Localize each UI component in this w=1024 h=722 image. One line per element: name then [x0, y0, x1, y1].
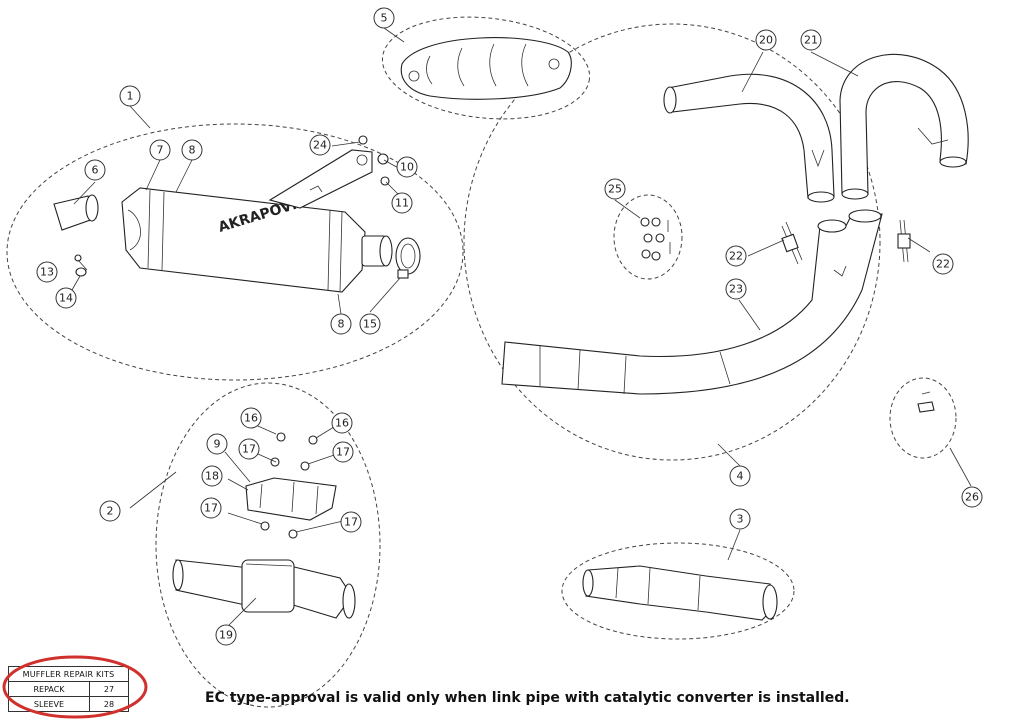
spring-clamps-22	[781, 219, 911, 265]
callout-1: 1	[119, 85, 141, 107]
callout-11: 11	[391, 192, 413, 214]
svg-text:9: 9	[214, 438, 221, 451]
svg-text:22: 22	[936, 258, 950, 271]
callout-16-left: 16	[240, 407, 262, 429]
muffler-body: AKRAPOVIC	[121, 187, 393, 293]
sleeve-label: SLEEVE	[8, 696, 90, 712]
heat-shield-part	[400, 37, 572, 100]
callout-22-left: 22	[725, 245, 747, 267]
callout-5: 5	[373, 7, 395, 29]
svg-text:4: 4	[737, 470, 744, 483]
svg-text:17: 17	[336, 446, 350, 459]
repack-number: 27	[89, 681, 129, 697]
table-row: REPACK 27	[8, 681, 129, 697]
ec-approval-notice: EC type-approval is valid only when link…	[205, 690, 850, 706]
sleeve-number: 28	[89, 696, 129, 712]
group-ellipse-header	[463, 23, 881, 461]
svg-text:16: 16	[244, 412, 258, 425]
end-cap-part	[53, 194, 99, 231]
group-ellipse-rear-pipe	[561, 542, 795, 640]
svg-text:7: 7	[157, 144, 164, 157]
callout-26: 26	[961, 486, 983, 508]
callout-8-top: 8	[181, 139, 203, 161]
svg-text:8: 8	[189, 144, 196, 157]
repair-kits-title: MUFFLER REPAIR KITS	[8, 666, 129, 682]
svg-text:26: 26	[965, 491, 979, 504]
callout-7: 7	[149, 139, 171, 161]
callout-10: 10	[396, 156, 418, 178]
callout-9: 9	[206, 433, 228, 455]
callout-17-b: 17	[332, 441, 354, 463]
table-row: SLEEVE 28	[8, 696, 129, 712]
svg-text:17: 17	[242, 443, 256, 456]
svg-text:5: 5	[381, 12, 388, 25]
callout-15: 15	[359, 313, 381, 335]
svg-text:14: 14	[59, 292, 73, 305]
svg-text:23: 23	[729, 283, 743, 296]
svg-text:2: 2	[107, 505, 114, 518]
svg-text:22: 22	[729, 250, 743, 263]
small-fasteners	[74, 135, 390, 277]
callout-18: 18	[201, 465, 223, 487]
muffler-repair-kits-table: MUFFLER REPAIR KITS REPACK 27 SLEEVE 28	[8, 666, 129, 712]
clamp-kit-25	[640, 217, 671, 261]
callout-8-bottom: 8	[330, 313, 352, 335]
group-ellipse-heat-shield	[381, 16, 591, 120]
header-pipe-21	[839, 53, 969, 200]
link-pipe-fasteners	[260, 432, 318, 539]
svg-text:3: 3	[737, 513, 744, 526]
muffler-bracket	[268, 149, 373, 209]
callout-23: 23	[725, 278, 747, 300]
callout-4: 4	[729, 465, 751, 487]
svg-text:19: 19	[219, 629, 233, 642]
callout-17-c: 17	[200, 497, 222, 519]
svg-text:6: 6	[92, 164, 99, 177]
svg-text:25: 25	[608, 183, 622, 196]
group-ellipse-clamps	[613, 194, 683, 280]
svg-text:15: 15	[363, 318, 377, 331]
svg-text:13: 13	[40, 266, 54, 279]
group-ellipse-muffler	[6, 123, 464, 381]
svg-text:21: 21	[804, 34, 818, 47]
svg-text:18: 18	[205, 470, 219, 483]
svg-text:11: 11	[395, 197, 409, 210]
callout-6: 6	[84, 159, 106, 181]
callout-3: 3	[729, 508, 751, 530]
callout-2: 2	[99, 500, 121, 522]
callout-22-right: 22	[932, 253, 954, 275]
link-pipe-19	[172, 559, 356, 619]
catalytic-converter-18	[245, 477, 337, 521]
callout-24: 24	[309, 134, 331, 156]
callout-13: 13	[36, 261, 58, 283]
svg-text:1: 1	[127, 90, 134, 103]
callout-20: 20	[755, 29, 777, 51]
header-collector-23	[501, 209, 883, 395]
repack-label: REPACK	[8, 681, 90, 697]
callout-19: 19	[215, 624, 237, 646]
group-ellipse-sensor-plug	[889, 377, 957, 459]
callout-17-d: 17	[340, 511, 362, 533]
svg-text:8: 8	[338, 318, 345, 331]
svg-text:17: 17	[344, 516, 358, 529]
callout-21: 21	[800, 29, 822, 51]
clamp-part	[395, 237, 421, 279]
svg-text:24: 24	[313, 139, 327, 152]
callout-17-a: 17	[238, 438, 260, 460]
svg-text:10: 10	[400, 161, 414, 174]
sensor-plug-26	[917, 391, 935, 413]
leader-lines	[71, 27, 972, 629]
callout-14: 14	[55, 287, 77, 309]
callout-25: 25	[604, 178, 626, 200]
svg-text:16: 16	[335, 417, 349, 430]
header-pipe-20	[663, 73, 835, 203]
svg-text:20: 20	[759, 34, 773, 47]
svg-text:17: 17	[204, 502, 218, 515]
callout-16-right: 16	[331, 412, 353, 434]
group-ellipse-link-pipe	[155, 382, 381, 708]
rear-pipe-3	[582, 565, 778, 621]
